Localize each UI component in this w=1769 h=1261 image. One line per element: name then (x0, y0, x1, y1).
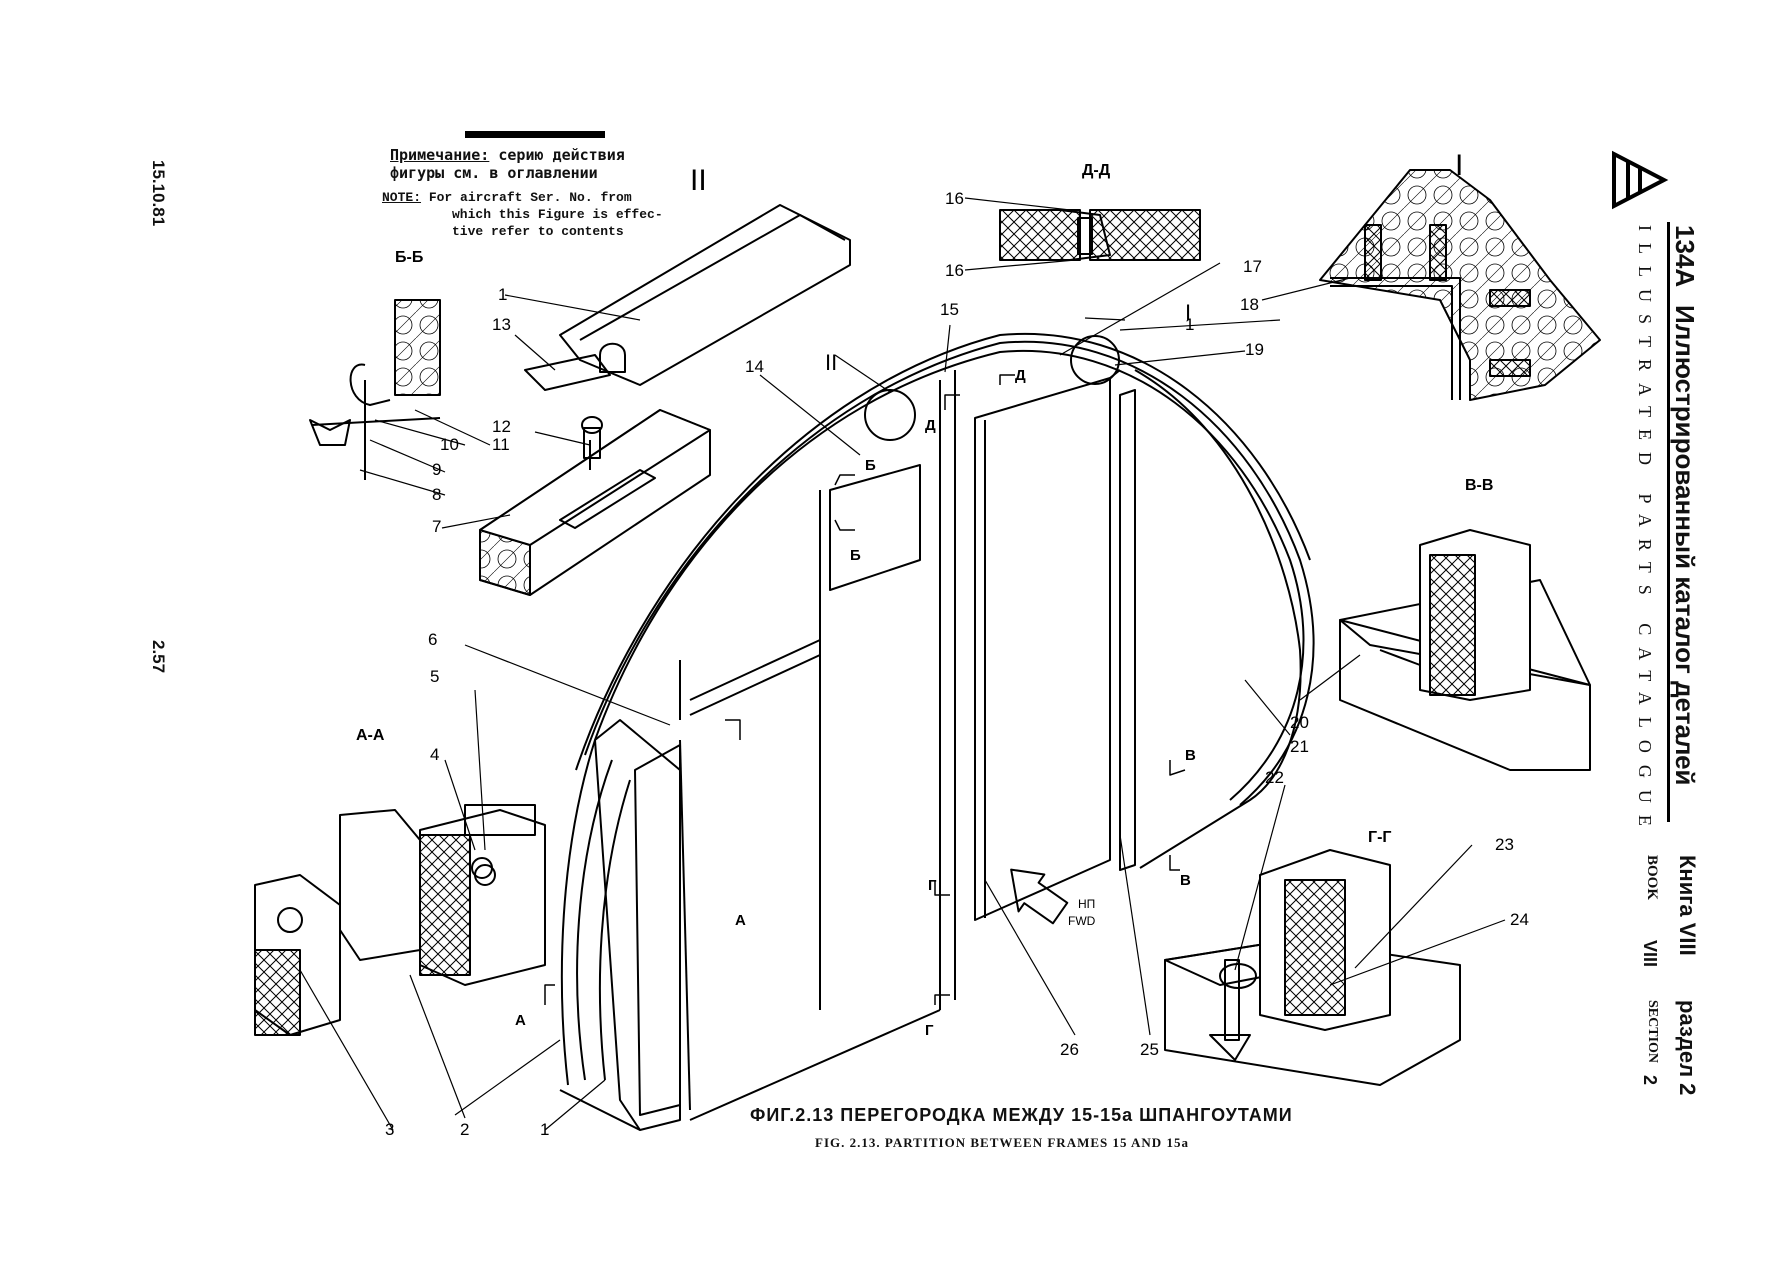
callout-25: 25 (1140, 1040, 1159, 1059)
note-en-line1: NOTE: For aircraft Ser. No. from (382, 190, 632, 205)
callout-11: 11 (492, 435, 510, 454)
detail-II (524, 204, 851, 391)
note-ru-text1: серию действия (498, 146, 625, 164)
callout-5: 5 (430, 667, 439, 686)
detail-label-II: II (690, 164, 707, 197)
note-bar (465, 131, 605, 138)
door-panel (974, 369, 1136, 921)
callout-1: 1 (498, 285, 507, 304)
mark-v1: В (1185, 747, 1196, 764)
section-gg (1164, 849, 1461, 1086)
callout-20: 20 (1290, 713, 1309, 732)
middle-panel (679, 370, 956, 1121)
detail-circle-I (1070, 335, 1120, 385)
callout-9: 9 (432, 460, 441, 479)
note-ru-line1: Примечание: серию действия (390, 147, 625, 163)
mark-d1: Д (925, 417, 936, 434)
figure-caption-ru: ФИГ.2.13 ПЕРЕГОРОДКА МЕЖДУ 15-15а ШПАНГО… (750, 1105, 1293, 1125)
detail-label-I: I (1455, 149, 1463, 182)
callout-4: 4 (430, 745, 439, 764)
mark-g1: Г (928, 877, 937, 894)
detail-I (1319, 169, 1601, 401)
callout-15: 15 (940, 300, 959, 319)
callout-26: 26 (1060, 1040, 1079, 1059)
mark-a2: А (515, 1012, 526, 1029)
right-panel (1134, 369, 1302, 869)
callout-6: 6 (428, 630, 437, 649)
callout-1: 1 (540, 1120, 549, 1139)
callout-12: 12 (492, 417, 511, 436)
callout-7: 7 (432, 517, 441, 536)
section-vv (1339, 529, 1591, 771)
section-title-dd: Д-Д (1082, 162, 1111, 179)
callout-10: 10 (440, 435, 459, 454)
callout-22: 22 (1265, 768, 1284, 787)
detail-ref-II: II (825, 350, 837, 375)
callout-13: 13 (492, 315, 511, 334)
mark-b2: Б (850, 547, 861, 564)
mark-b1: Б (865, 457, 876, 474)
mark-d2: Д (1015, 367, 1026, 384)
fwd-label-en: FWD (1068, 914, 1096, 928)
section-title-bb: Б-Б (395, 249, 423, 266)
note-en-line2: which this Figure is effec- (452, 207, 663, 222)
figure-caption-en: FIG. 2.13. PARTITION BETWEEN FRAMES 15 A… (815, 1135, 1189, 1150)
header-rule (1667, 222, 1670, 822)
section-title-aa: А-А (356, 727, 385, 744)
note-en-label: NOTE: (382, 190, 422, 205)
callout-16: 16 (945, 189, 964, 208)
section-aa (254, 804, 546, 1036)
callout-17: 17 (1243, 257, 1262, 276)
fwd-label-ru: НП (1078, 897, 1095, 911)
callout-19: 19 (1245, 340, 1264, 359)
section-dd (999, 209, 1201, 261)
callout-24: 24 (1510, 910, 1529, 929)
fwd-arrow (1010, 868, 1069, 925)
mark-a1: А (735, 912, 746, 929)
left-panel (594, 719, 691, 1131)
mark-v2: В (1180, 872, 1191, 889)
callout-16: 16 (945, 261, 964, 280)
callout-3: 3 (385, 1120, 394, 1139)
block-7 (479, 409, 711, 596)
callout-21: 21 (1290, 737, 1309, 756)
callout-14: 14 (745, 357, 764, 376)
note-en-text1: For aircraft Ser. No. from (428, 190, 632, 205)
detail-ref-I: I (1185, 300, 1191, 325)
callout-8: 8 (432, 485, 441, 504)
mark-g2: Г (925, 1022, 934, 1039)
catalog-logo (1610, 150, 1670, 210)
note-ru-label: Примечание: (390, 146, 490, 164)
note-en-line3: tive refer to contents (452, 224, 624, 239)
section-title-vv: В-В (1465, 477, 1493, 494)
note-ru-line2: фигуры см. в оглавлении (390, 164, 598, 182)
callout-18: 18 (1240, 295, 1259, 314)
detail-circle-II (864, 389, 916, 441)
callout-23: 23 (1495, 835, 1514, 854)
callout-2: 2 (460, 1120, 469, 1139)
section-title-gg: Г-Г (1368, 829, 1391, 846)
callout-1: 1 (1185, 315, 1194, 334)
section-bb (309, 299, 441, 480)
